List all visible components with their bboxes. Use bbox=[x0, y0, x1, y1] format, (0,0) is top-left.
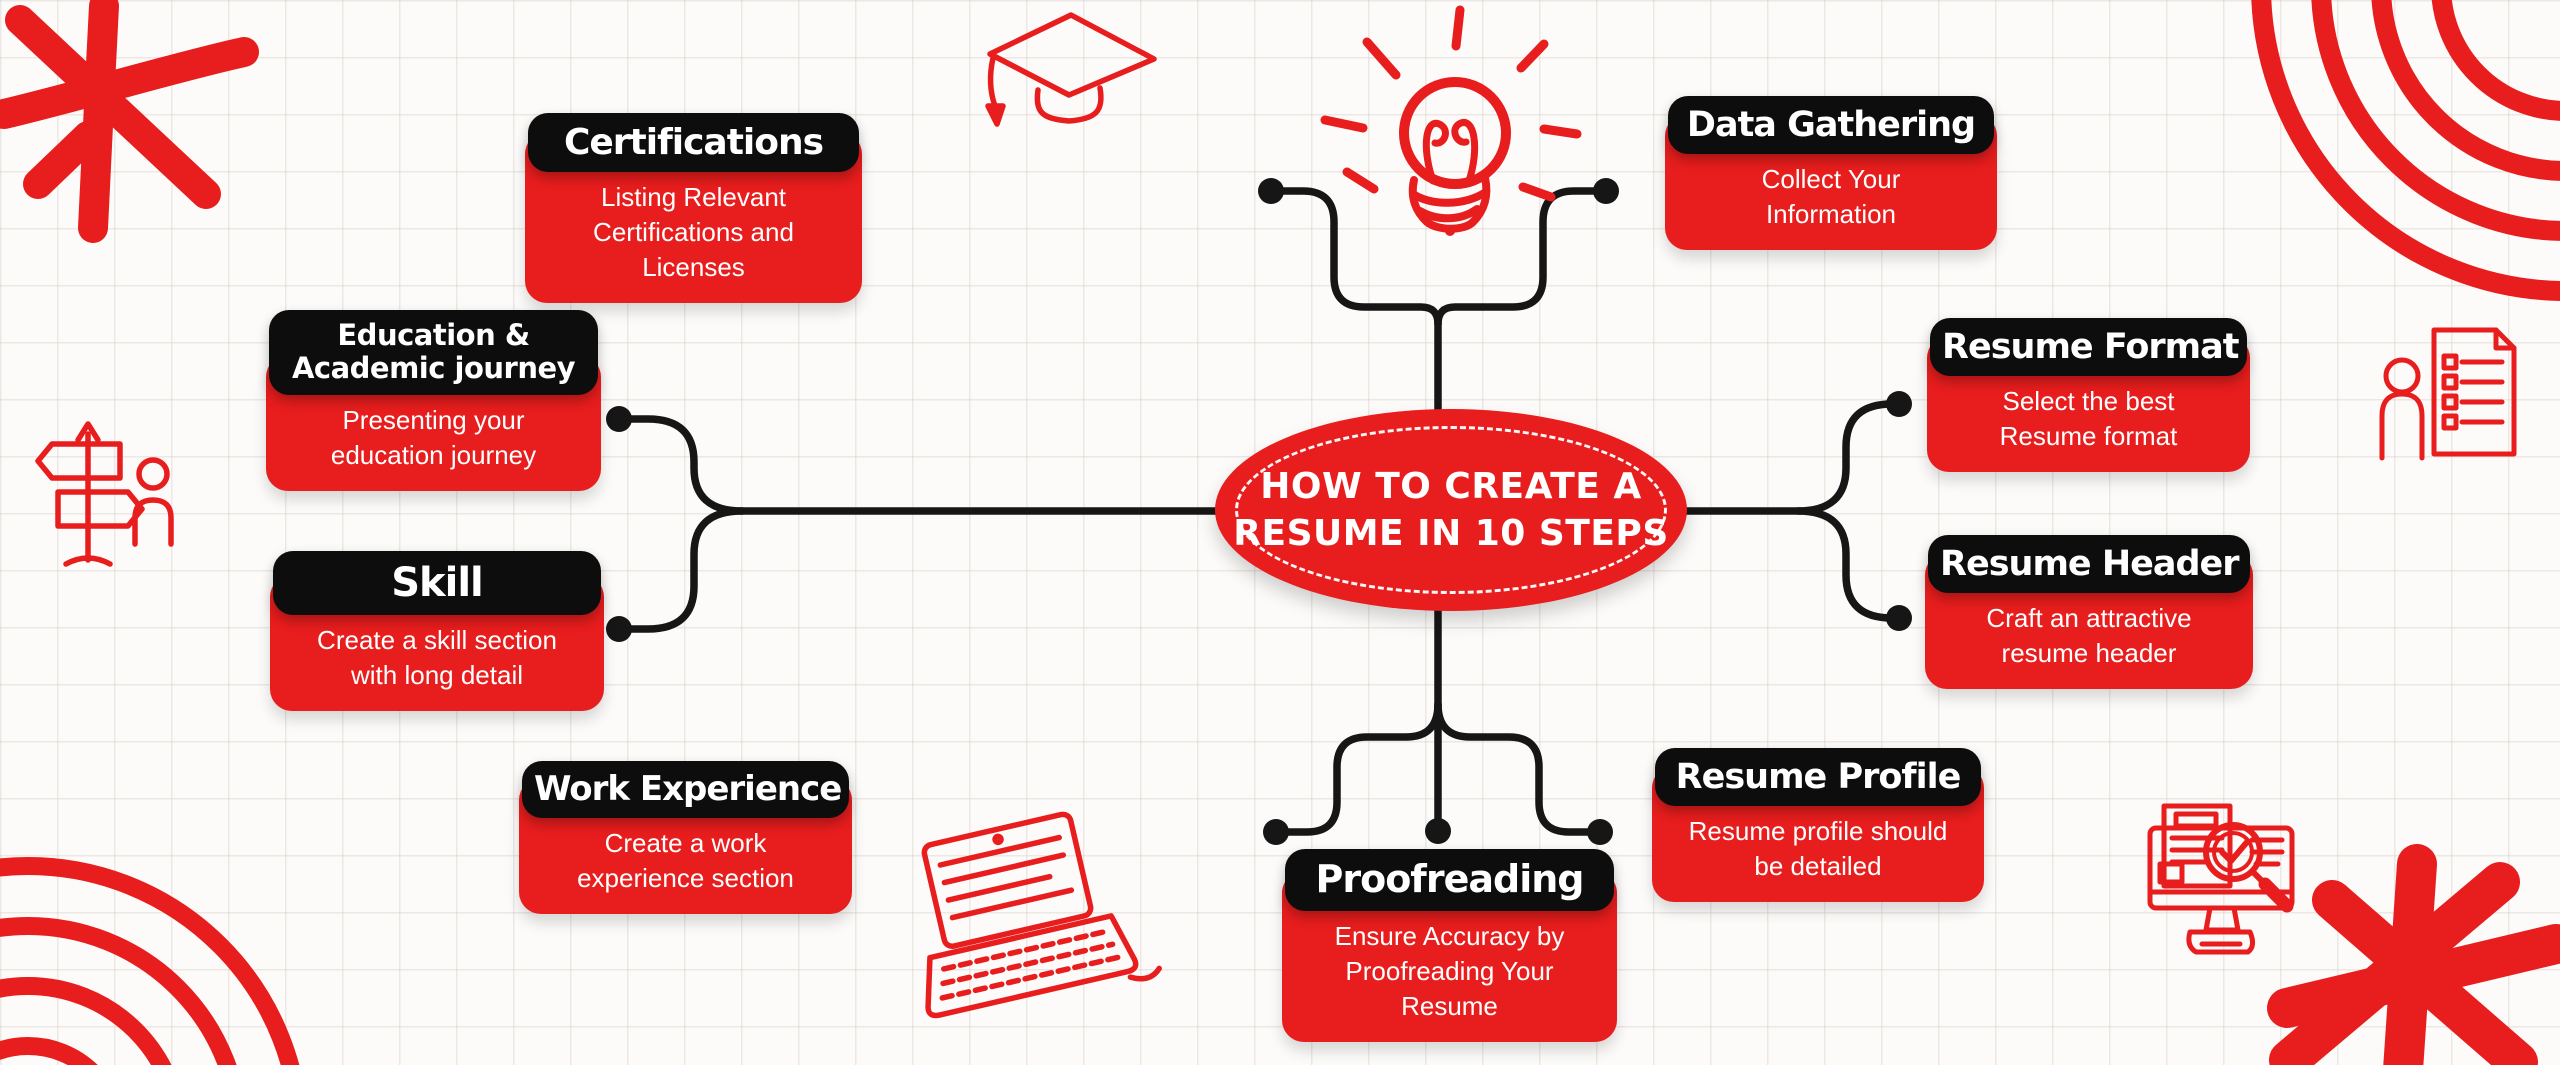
node-education: Education & Academic journey Presenting … bbox=[266, 310, 601, 491]
central-topic-dashed-border bbox=[1235, 426, 1667, 594]
connector-top-left bbox=[1268, 187, 1442, 328]
node-work-experience-title: Work Experience bbox=[522, 761, 849, 819]
connector-top-right bbox=[1434, 187, 1609, 328]
node-resume-profile: Resume Profile Resume profile should be … bbox=[1652, 748, 1984, 903]
concentric-circles-icon bbox=[0, 857, 300, 1065]
node-resume-format-title: Resume Format bbox=[1930, 318, 2247, 377]
node-resume-header: Resume Header Craft an attractive resume… bbox=[1925, 535, 2253, 690]
node-data-gathering: Data Gathering Collect Your Information bbox=[1665, 96, 1997, 251]
resume-document-icon bbox=[2379, 327, 2517, 461]
connector-right-up bbox=[1794, 400, 1900, 515]
node-proofreading: Proofreading Ensure Accuracy by Proofrea… bbox=[1282, 849, 1617, 1042]
signpost-person-icon bbox=[35, 421, 174, 567]
node-certifications-title: Certifications bbox=[528, 113, 859, 173]
central-topic: HOW TO CREATE A RESUME IN 10 STEPS bbox=[1215, 409, 1687, 611]
central-topic-line2: RESUME IN 10 STEPS bbox=[1233, 513, 1669, 554]
central-topic-line1: HOW TO CREATE A bbox=[1260, 466, 1642, 507]
connector-left-up bbox=[624, 415, 746, 515]
star-scribble-icon bbox=[0, 0, 259, 243]
node-skill-title: Skill bbox=[273, 551, 601, 615]
connector-left-down bbox=[624, 507, 746, 633]
concentric-circles-icon bbox=[2251, 0, 2560, 301]
connector-bottom-right bbox=[1434, 700, 1591, 836]
lightbulb-icon bbox=[1320, 5, 1582, 236]
star-scribble-icon bbox=[2267, 844, 2560, 1065]
connector-right-down bbox=[1794, 507, 1900, 622]
connector-bottom-left bbox=[1285, 700, 1442, 836]
graduation-cap-icon bbox=[985, 12, 1157, 127]
central-topic-title: HOW TO CREATE A RESUME IN 10 STEPS bbox=[1233, 463, 1669, 557]
node-work-experience: Work Experience Create a work experience… bbox=[519, 761, 852, 915]
node-skill: Skill Create a skill section with long d… bbox=[270, 551, 604, 711]
node-certifications: Certifications Listing Relevant Certific… bbox=[525, 113, 862, 304]
node-resume-profile-title: Resume Profile bbox=[1655, 748, 1981, 807]
resume-screening-monitor-icon bbox=[2147, 803, 2295, 955]
laptop-icon bbox=[921, 811, 1162, 1019]
node-education-title: Education & Academic journey bbox=[269, 310, 598, 395]
node-proofreading-title: Proofreading bbox=[1285, 849, 1614, 911]
node-resume-header-title: Resume Header bbox=[1928, 535, 2250, 594]
connector-dots bbox=[606, 178, 1912, 845]
connector-lines bbox=[624, 187, 1900, 836]
node-data-gathering-title: Data Gathering bbox=[1668, 96, 1994, 155]
node-resume-format: Resume Format Select the best Resume for… bbox=[1927, 318, 2250, 473]
